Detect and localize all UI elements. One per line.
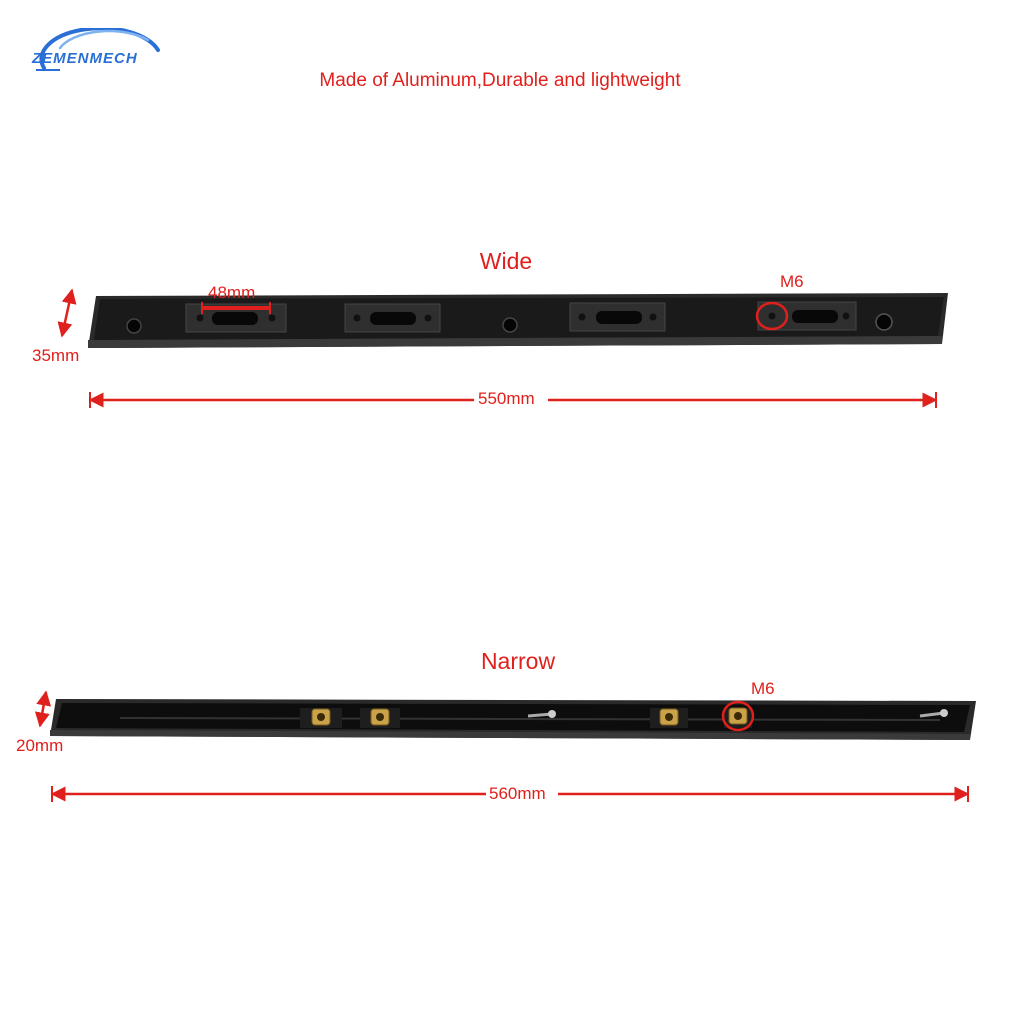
narrow-brass-nut — [360, 708, 400, 728]
narrow-rail — [50, 699, 976, 740]
narrow-height-label: 20mm — [16, 736, 64, 755]
narrow-brass-nut — [724, 707, 752, 728]
wide-slot-label: 48mm — [208, 283, 256, 302]
wide-m6-highlight — [755, 301, 789, 331]
narrow-height-arrow — [34, 690, 52, 728]
wide-height-arrow — [57, 288, 77, 338]
wide-title: Wide — [479, 248, 533, 274]
wide-thread-label: M6 — [780, 272, 804, 291]
wide-length-label: 550mm — [478, 389, 535, 408]
wide-end-hole — [126, 318, 142, 334]
narrow-screw — [919, 709, 948, 718]
narrow-length-label: 560mm — [489, 784, 546, 803]
narrow-m6-highlight — [721, 700, 755, 732]
wide-slider — [569, 302, 666, 332]
narrow-brass-nut — [650, 708, 688, 728]
wide-end-hole — [875, 313, 893, 331]
wide-center-hole — [502, 317, 518, 333]
wide-slider — [757, 301, 857, 331]
tagline: Made of Aluminum,Durable and lightweight — [319, 70, 681, 91]
narrow-screw — [527, 710, 556, 718]
wide-rail — [88, 293, 948, 348]
brand-name: ZEMENMECH — [32, 50, 138, 67]
wide-height-label: 35mm — [32, 346, 80, 365]
wide-slider — [344, 303, 441, 333]
logo-swoosh-icon — [36, 26, 160, 71]
narrow-thread-label: M6 — [751, 679, 775, 698]
narrow-brass-nut — [300, 708, 342, 728]
brand-logo: ZEMENMECH — [30, 26, 180, 92]
narrow-title: Narrow — [480, 648, 556, 674]
